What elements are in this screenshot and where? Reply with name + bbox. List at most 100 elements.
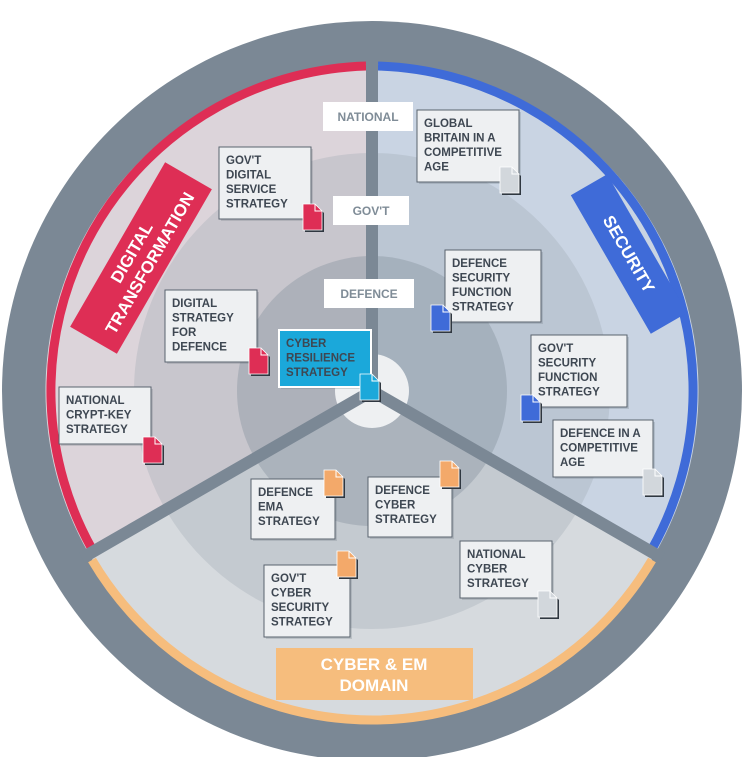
document-icon-fold bbox=[511, 167, 519, 175]
card-text-line: NATIONAL bbox=[66, 395, 125, 407]
card-box bbox=[444, 249, 542, 323]
security-arc bbox=[377, 61, 698, 552]
card-text-line: DEFENCE bbox=[258, 487, 313, 499]
card-text-line: STRATEGY bbox=[452, 302, 514, 314]
govt-ring-label-box bbox=[333, 196, 409, 225]
document-icon bbox=[642, 468, 663, 496]
card-text-line: STRATEGY bbox=[226, 199, 288, 211]
defence-ring-label-box bbox=[324, 279, 414, 308]
card-text-line: EMA bbox=[258, 502, 284, 514]
card-text-line: FUNCTION bbox=[538, 372, 597, 384]
card-text-line: DEFENCE bbox=[375, 485, 430, 497]
govt-ring-label: GOV'T bbox=[353, 204, 391, 218]
card-text-line: GLOBAL bbox=[424, 118, 473, 130]
card-text-line: FUNCTION bbox=[452, 287, 511, 299]
card-text-line: STRATEGY bbox=[286, 367, 348, 379]
document-icon-fold bbox=[335, 470, 343, 478]
card-box bbox=[58, 386, 152, 445]
card-box bbox=[164, 289, 258, 363]
card-text-line: DIGITAL bbox=[172, 298, 217, 310]
card-text-line: COMPETITIVE bbox=[560, 443, 638, 455]
document-icon bbox=[439, 460, 460, 488]
card-text-line: AGE bbox=[560, 457, 585, 469]
card-text-line: STRATEGY bbox=[258, 516, 320, 528]
card-box bbox=[278, 329, 372, 388]
card-box bbox=[552, 419, 654, 478]
card-text-line: AGE bbox=[424, 162, 449, 174]
document-card-govt-cyber-security-strategy: GOV'T CYBER SECURITY STRATEGY bbox=[263, 550, 358, 639]
document-icon bbox=[248, 347, 269, 375]
national-ring-label: NATIONAL bbox=[337, 110, 398, 124]
card-text-line: GOV'T bbox=[271, 573, 306, 585]
strategy-documents: GOV'T DIGITAL SERVICE STRATEGY DIGITAL STRATE… bbox=[58, 109, 664, 639]
document-icon bbox=[323, 469, 344, 497]
cyber-banner-line-2: DOMAIN bbox=[340, 676, 409, 695]
card-text-line: DEFENCE bbox=[172, 342, 227, 354]
card-text-line: SECURITY bbox=[452, 273, 510, 285]
document-icon bbox=[359, 373, 380, 401]
document-icon bbox=[537, 590, 558, 618]
document-icon-fold bbox=[314, 204, 322, 212]
card-text-line: SECURITY bbox=[271, 602, 329, 614]
defence-ring-label: DEFENCE bbox=[340, 287, 397, 301]
document-icon-fold bbox=[451, 461, 459, 469]
document-icon bbox=[336, 550, 357, 578]
cyber-em-domain-banner: CYBER & EM DOMAIN bbox=[276, 648, 473, 700]
card-text-line: GOV'T bbox=[538, 343, 573, 355]
document-card-defence-in-a-competitive-age: DEFENCE IN A COMPETITIVE AGE bbox=[552, 419, 664, 497]
card-text-line: NATIONAL bbox=[467, 549, 526, 561]
card-box bbox=[218, 146, 312, 220]
document-icon bbox=[302, 203, 323, 231]
digital-arc bbox=[46, 61, 367, 552]
document-icon-fold bbox=[260, 348, 268, 356]
card-text-line: SERVICE bbox=[226, 184, 277, 196]
card-text-line: CRYPT-KEY bbox=[66, 410, 132, 422]
card-text-line: STRATEGY bbox=[375, 514, 437, 526]
document-card-govt-security-function-strategy: GOV'T SECURITY FUNCTION STRATEGY bbox=[520, 334, 629, 423]
card-text-line: GOV'T bbox=[226, 155, 261, 167]
card-text-line: CYBER bbox=[271, 588, 312, 600]
document-card-defence-security-function-strategy: DEFENCE SECURITY FUNCTION STRATEGY bbox=[430, 249, 543, 333]
card-text-line: DEFENCE IN A bbox=[560, 428, 641, 440]
card-box bbox=[530, 334, 628, 408]
national-ring-label-box bbox=[323, 102, 413, 131]
card-text-line: COMPETITIVE bbox=[424, 147, 502, 159]
cyber-banner-line-1: CYBER & EM bbox=[321, 655, 428, 674]
document-icon-fold bbox=[442, 305, 450, 313]
card-text-line: FOR bbox=[172, 327, 197, 339]
card-text-line: STRATEGY bbox=[271, 617, 333, 629]
document-icon-fold bbox=[371, 374, 379, 382]
divider-right bbox=[369, 385, 665, 564]
card-box bbox=[250, 478, 336, 540]
document-icon bbox=[499, 166, 520, 194]
card-box bbox=[263, 564, 351, 638]
document-icon bbox=[430, 304, 451, 332]
card-text-line: CYBER bbox=[286, 338, 327, 350]
cyber-arc bbox=[88, 557, 656, 725]
document-card-cyber-resilience-strategy: CYBER RESILIENCE STRATEGY bbox=[278, 329, 381, 402]
document-icon-fold bbox=[348, 551, 356, 559]
card-text-line: RESILIENCE bbox=[286, 353, 355, 365]
document-icon-fold bbox=[549, 591, 557, 599]
card-text-line: STRATEGY bbox=[538, 387, 600, 399]
card-text-line: DIGITAL bbox=[226, 170, 271, 182]
card-text-line: STRATEGY bbox=[467, 578, 529, 590]
document-card-govt-digital-service-strategy: GOV'T DIGITAL SERVICE STRATEGY bbox=[218, 146, 324, 232]
document-icon bbox=[520, 394, 541, 422]
card-text-line: SECURITY bbox=[538, 358, 596, 370]
card-text-line: CYBER bbox=[467, 564, 508, 576]
card-text-line: BRITAIN IN A bbox=[424, 133, 496, 145]
document-icon-fold bbox=[154, 437, 162, 445]
document-card-national-cyber-strategy: NATIONAL CYBER STRATEGY bbox=[459, 540, 559, 619]
card-text-line: STRATEGY bbox=[172, 313, 234, 325]
card-text-line: DEFENCE bbox=[452, 258, 507, 270]
document-icon-fold bbox=[654, 469, 662, 477]
document-icon bbox=[142, 436, 163, 464]
document-card-defence-ema-strategy: DEFENCE EMA STRATEGY bbox=[250, 469, 345, 541]
card-box bbox=[367, 476, 453, 538]
document-card-digital-strategy-for-defence: DIGITAL STRATEGY FOR DEFENCE bbox=[164, 289, 270, 376]
